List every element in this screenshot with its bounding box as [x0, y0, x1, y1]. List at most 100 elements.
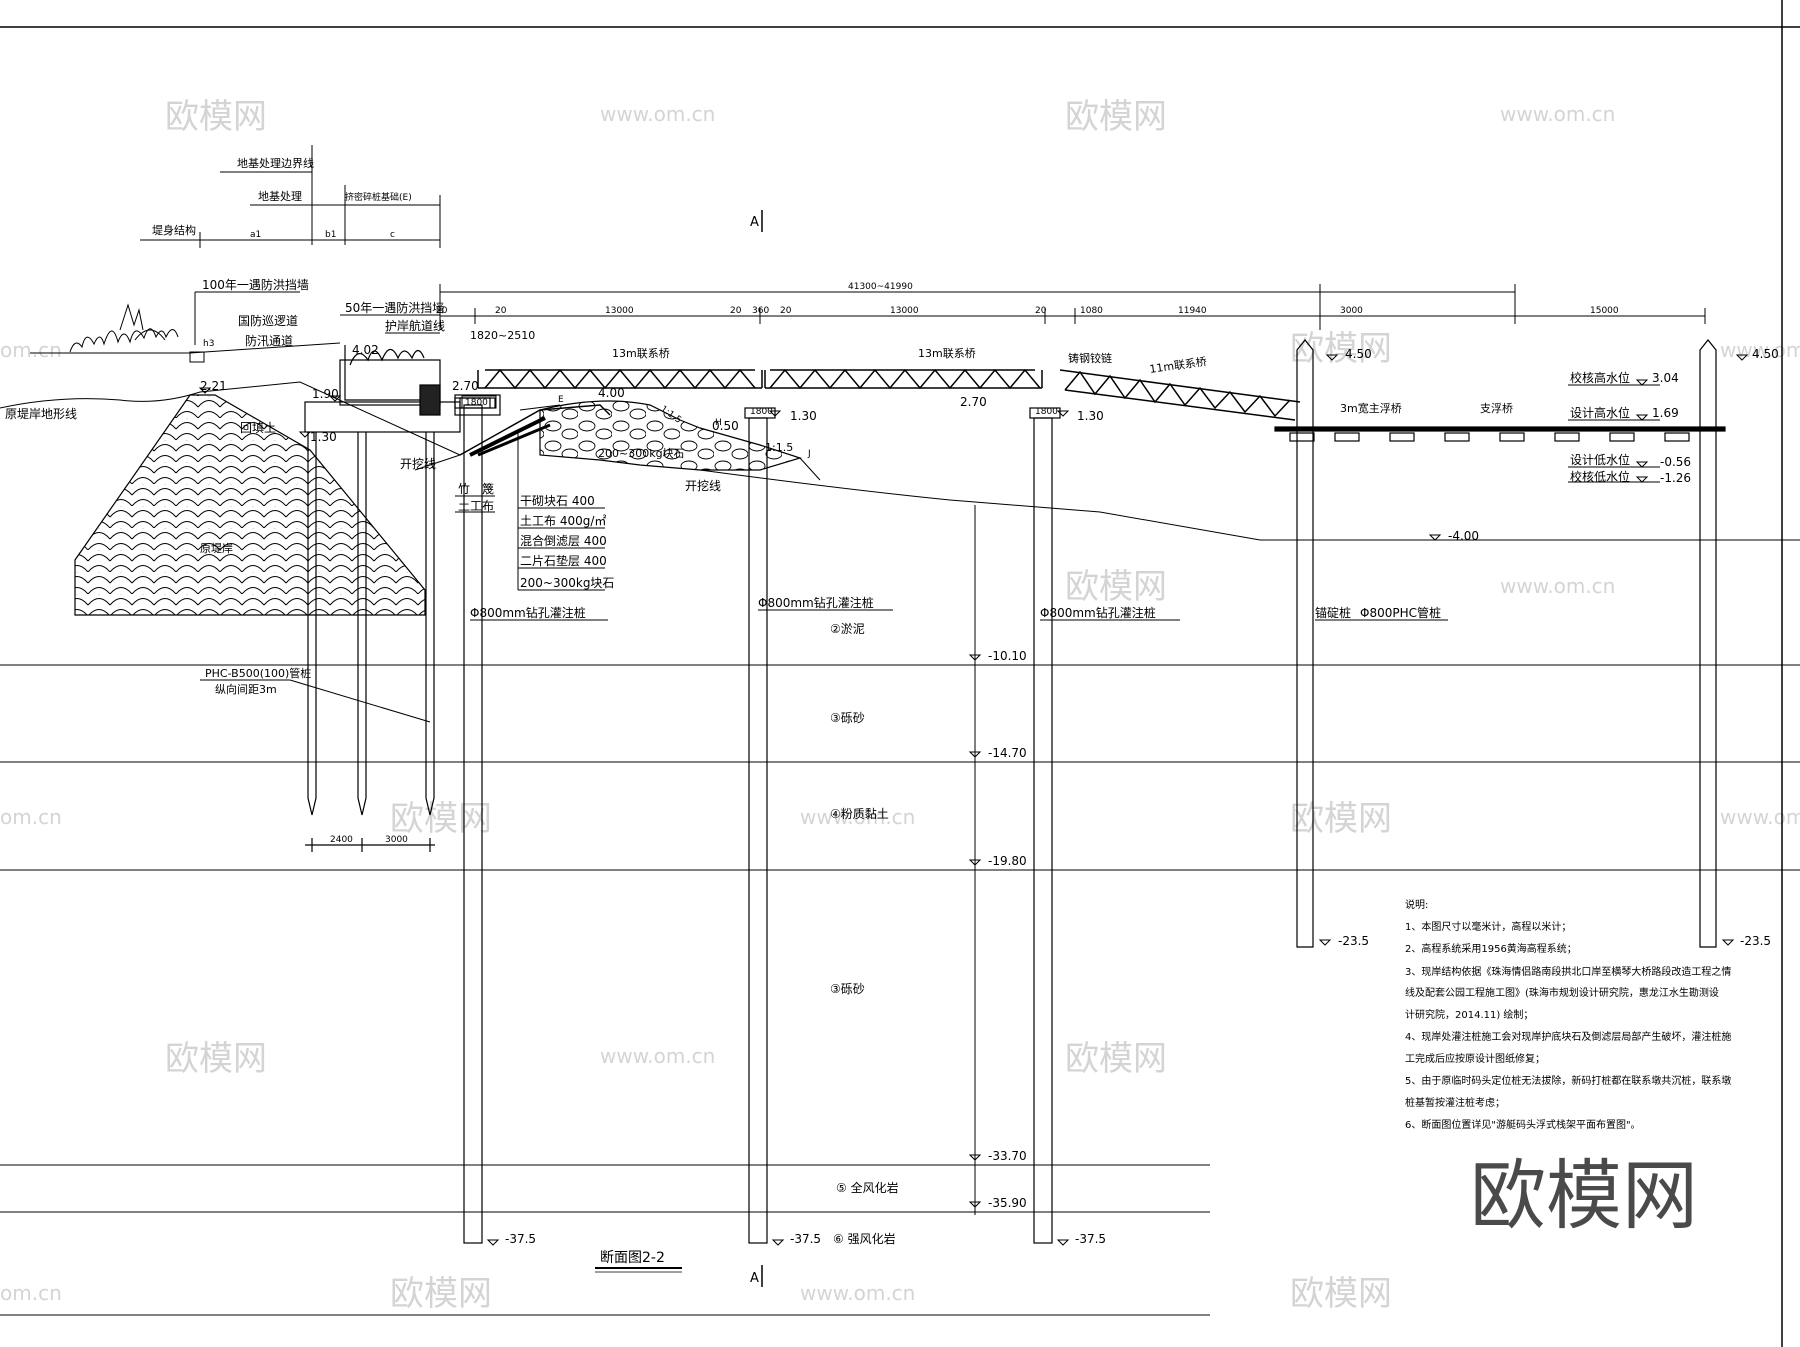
notes-block: 说明: 1、本图尺寸以毫米计，高程以米计； 2、高程系统采用1956黄海高程系统…: [1405, 898, 1731, 1131]
soil-boundaries: [0, 505, 1800, 1215]
water-levels: [1568, 379, 1660, 483]
dim-d5: 360: [752, 306, 769, 316]
elev-m23-5a: -23.5: [1338, 934, 1369, 948]
elevation-markers: [198, 354, 1749, 1246]
note-3b: 线及配套公园工程施工图》(珠海市规划设计研究院，惠龙江水生勘测设: [1405, 986, 1719, 999]
bored-piles: [454, 397, 1061, 1244]
header-row3: 堤身结构: [152, 223, 196, 237]
soil-l2: ②淤泥: [830, 622, 865, 636]
layer-1: 干砌块石 400: [520, 494, 595, 508]
dimension-chain: [439, 284, 1706, 330]
layer-2: 土工布 400g/㎡: [520, 514, 606, 528]
slope-label-e: E: [558, 395, 564, 405]
elev-2-70b: 2.70: [960, 395, 987, 409]
floating-branch-label: 支浮桥: [1480, 402, 1513, 415]
slope-label-j: J: [807, 449, 811, 459]
backfill-label: 回填土: [240, 421, 276, 435]
note-4a: 4、现岸处灌注桩施工会对现岸护底块石及倒滤层局部产生破坏，灌注桩施: [1405, 1030, 1731, 1043]
phc800-piles: [1296, 339, 1717, 948]
section-mark-top: A: [750, 215, 759, 230]
phc-spacing-label: 纵向间距3m: [215, 682, 277, 696]
dim-d2: 20: [495, 306, 507, 316]
orig-line-label: 原堤岸地形线: [5, 407, 77, 421]
soil-l6: ⑥ 强风化岩: [833, 1231, 896, 1246]
flood50-label: 50年一遇防洪挡墙: [345, 300, 444, 315]
wl-low-check-label: 校核低水位: [1570, 469, 1630, 484]
note-6: 6、断面图位置详见"游艇码头浮式栈架平面布置图"。: [1405, 1118, 1641, 1131]
bridge-2-label: 13m联系桥: [918, 347, 976, 360]
original-dike-mound: [74, 394, 426, 616]
anchor-pile-label: 锚碇桩: [1315, 605, 1351, 620]
elev-m37-5c: -37.5: [1075, 1232, 1106, 1246]
watermark-site: om.cn: [0, 1281, 62, 1305]
watermark-brand: 欧模网: [1290, 329, 1392, 369]
layer-3: 混合倒滤层 400: [520, 533, 607, 548]
phc800-label: Φ800PHC管桩: [1360, 605, 1441, 620]
watermark-brand: 欧模网: [1290, 799, 1392, 839]
elev-m4-00: -4.00: [1448, 529, 1479, 543]
wl-high-check-label: 校核高水位: [1570, 370, 1630, 385]
watermark-site: www.om.cn: [800, 805, 915, 829]
header-row2-value: 挤密碎桩基础(E): [345, 191, 412, 203]
soil-l5: ⑤ 全风化岩: [836, 1180, 899, 1195]
elev-4-00: 4.00: [598, 386, 625, 400]
dim-1820: 1820~2510: [470, 329, 535, 342]
flood100-label: 100年一遇防洪挡墙: [202, 277, 309, 292]
dig-line-label-1: 开挖线: [400, 456, 436, 471]
pile-spacing-1: 2400: [330, 835, 353, 845]
elev-m35-90: -35.90: [988, 1196, 1027, 1210]
header-col-c: c: [390, 230, 395, 240]
wl-low-design-label: 设计低水位: [1570, 452, 1630, 467]
rock-label: 200~300kg块石: [598, 447, 685, 460]
elev-m37-5b: -37.5: [790, 1232, 821, 1246]
note-4b: 工完成后应按原设计图纸修复；: [1405, 1052, 1545, 1065]
brand-logo: 欧模网: [1470, 1151, 1698, 1240]
header-row1: 地基处理边界线: [237, 156, 314, 170]
watermark-site: om.cn: [0, 805, 62, 829]
floating-main-label: 3m宽主浮桥: [1340, 401, 1402, 415]
note-1: 1、本图尺寸以毫米计，高程以米计；: [1405, 920, 1571, 933]
guard-road-label: 护岸航道线: [385, 318, 445, 333]
truss-bridge-2: [764, 368, 1043, 390]
wl-high-check: 3.04: [1652, 371, 1679, 385]
pile-spacing-2: 3000: [385, 835, 408, 845]
header-row2: 地基处理: [258, 190, 302, 203]
watermark-site: www.om.cn: [1720, 805, 1800, 829]
bridge-3-label: 11m联系桥: [1149, 355, 1208, 376]
revetment-layer: [469, 416, 546, 457]
watermark-brand: 欧模网: [1065, 97, 1167, 137]
header-col-a1: a1: [250, 230, 261, 240]
dim-d11: 3000: [1340, 306, 1363, 316]
watermark-brand: 欧模网: [390, 799, 492, 839]
watermark-site: www.om.cn: [800, 1281, 915, 1305]
seabed-line: [699, 469, 1800, 541]
note-3a: 3、现岸结构依据《珠海情侣路南段拱北口岸至横琴大桥路段改造工程之情: [1405, 965, 1731, 978]
steel-hinge-label: 铸钢铰链: [1068, 351, 1112, 365]
dim-d1: 20: [436, 306, 448, 316]
dim-d9: 1080: [1080, 306, 1103, 316]
watermark-layer: 欧模网 www.om.cn 欧模网 www.om.cn om.cn 欧模网 ww…: [0, 97, 1800, 1314]
rock-fill: [539, 400, 803, 471]
layer-4: 二片石垫层 400: [520, 553, 607, 568]
soil-l3a: ③砾砂: [830, 711, 865, 725]
slope-label-h: H: [715, 418, 722, 428]
dim-d6: 20: [780, 306, 792, 316]
geotex-short-label: 土工布: [458, 499, 494, 513]
bored-pile-3-label: Φ800mm钻孔灌注桩: [1040, 605, 1156, 620]
truss-bridge-1: [477, 368, 763, 390]
header-table: [140, 145, 441, 248]
watermark-site: om.cn: [0, 338, 62, 362]
watermark-brand: 欧模网: [390, 1274, 492, 1314]
bridge-1-label: 13m联系桥: [612, 347, 670, 360]
wl-low-design: -0.56: [1660, 455, 1691, 469]
note-5a: 5、由于原临时码头定位桩无法拔除，新码打桩都在联系墩共沉桩，联系墩: [1405, 1074, 1731, 1087]
elev-4-02: 4.02: [352, 343, 379, 357]
elev-1-90: 1.90: [312, 387, 339, 401]
elev-4-50a: 4.50: [1345, 347, 1372, 361]
watermark-brand: 欧模网: [165, 97, 267, 137]
bored-pile-1-label: Φ800mm钻孔灌注桩: [470, 605, 586, 620]
orig-dike-label: 原堤岸: [200, 542, 233, 555]
floating-bridge: [1274, 426, 1726, 442]
slope-2: 1:1.5: [765, 441, 793, 454]
elev-4-50b: 4.50: [1752, 347, 1779, 361]
